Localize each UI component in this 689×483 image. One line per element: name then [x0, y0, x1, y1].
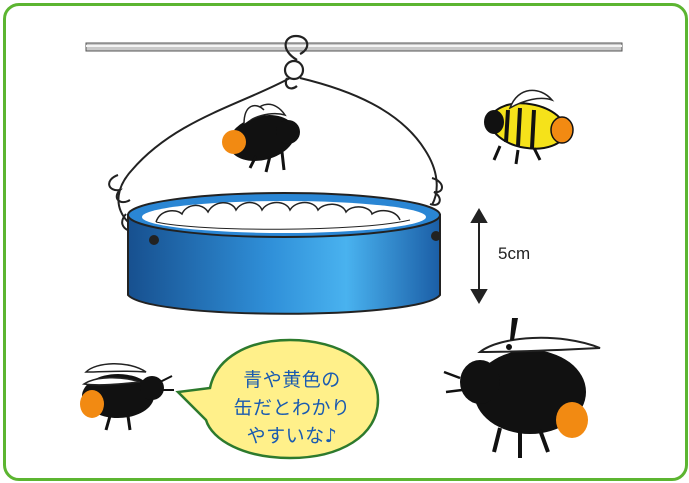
- exclamation-icon: [506, 318, 518, 350]
- bee-bottom-right: [443, 336, 601, 458]
- dimension-arrow: [470, 208, 488, 304]
- speech-bubble-text: 青や黄色の 缶だとわかり やすいな♪: [226, 366, 358, 450]
- speech-bubble: [175, 338, 380, 460]
- bee-top-center: [222, 103, 300, 173]
- wire-hanger: [108, 77, 443, 236]
- hanging-rod: [85, 42, 623, 52]
- cotton-filling: [155, 201, 401, 223]
- speech-line: 青や黄色の: [243, 369, 341, 391]
- speech-line: やすいな♪: [246, 425, 338, 447]
- bee-yellow-top-right: [484, 89, 574, 165]
- bee-bottom-left: [80, 363, 174, 431]
- dimension-label: 5cm: [498, 244, 531, 263]
- blue-can: [127, 192, 441, 315]
- speech-line: 缶だとわかり: [233, 397, 351, 419]
